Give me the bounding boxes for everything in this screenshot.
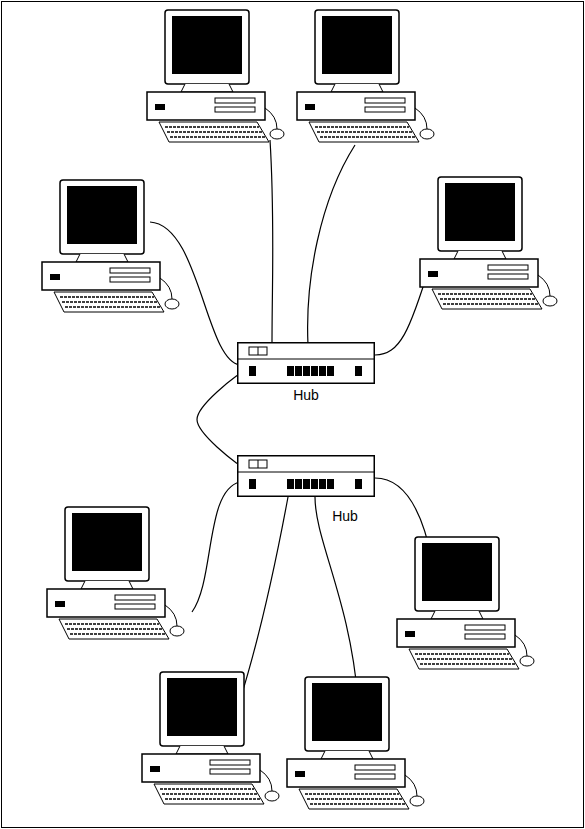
computer [42,180,179,312]
hub-port [319,366,326,376]
hub-port [303,479,310,489]
hub-device [237,455,375,497]
cable [192,482,240,612]
computer [420,177,557,309]
computer [287,677,424,809]
cable [308,145,355,345]
cable [240,497,288,700]
hub-port [295,366,302,376]
hub-case [238,456,375,497]
cables [150,140,432,700]
computer [142,672,279,804]
hub-port [287,479,294,489]
hub-device [237,342,375,384]
hub-indicator [258,460,259,468]
hub-port [327,479,334,489]
hub-port [287,366,294,376]
computer [47,507,184,639]
cable [270,140,273,345]
hub: Hub [237,455,375,497]
hub-port [355,366,362,376]
hub-port [355,479,362,489]
hub-uplink [197,376,237,464]
computer [297,10,434,142]
computer [147,10,284,142]
hub-port [319,479,326,489]
hub-port [311,479,318,489]
hub-divider [238,472,374,473]
cable [315,497,358,700]
hub-indicator [258,347,259,355]
hub-port [249,366,256,376]
hub-uplink-cable [197,376,237,464]
hub-label: Hub [237,387,375,403]
hub-port [303,366,310,376]
computer [397,537,534,669]
hub-port [327,366,334,376]
hub: Hub [237,342,375,384]
hub-case [238,343,375,384]
hub-port [311,366,318,376]
cable [150,222,240,365]
hub-indicator [249,347,267,355]
hub-divider [238,359,374,360]
hub-indicator [249,460,267,468]
hub-label: Hub [315,508,375,524]
hub-port [249,479,256,489]
hub-port [295,479,302,489]
